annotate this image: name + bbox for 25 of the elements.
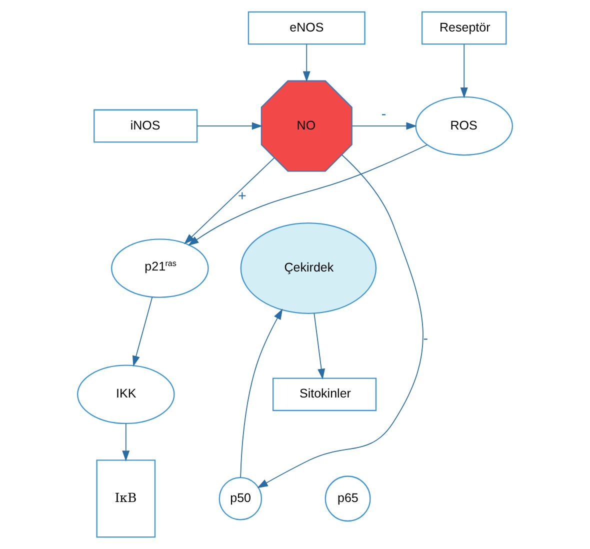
- node-circle: p50: [218, 477, 262, 520]
- arrow: [196, 122, 263, 130]
- arrow: [188, 144, 428, 246]
- node-box: IκB: [96, 460, 156, 538]
- node-ellipse: IKK: [77, 364, 175, 424]
- arrow: [352, 122, 417, 130]
- arrow: [460, 44, 468, 98]
- arrow: [314, 312, 326, 380]
- node-box: iNOS: [94, 109, 198, 143]
- node-ellipse: ROS: [415, 96, 513, 156]
- node-box: Sitokinler: [272, 378, 377, 412]
- node-ellipse: p21$^{ras}$: [111, 238, 209, 298]
- node-circle: p65: [324, 476, 371, 522]
- arrow: [184, 157, 275, 244]
- edge-label: -: [423, 330, 428, 347]
- node-ellipse: Çekirdek: [240, 222, 377, 314]
- arrow: [302, 44, 310, 82]
- edge-label: -: [381, 106, 386, 123]
- node-box: eNOS: [248, 11, 366, 45]
- arrow: [257, 154, 424, 488]
- edge-label: +: [238, 188, 246, 205]
- arrow: [240, 308, 283, 478]
- arrow: [132, 296, 153, 367]
- arrow: [122, 423, 130, 462]
- node-box: Reseptör: [421, 11, 507, 45]
